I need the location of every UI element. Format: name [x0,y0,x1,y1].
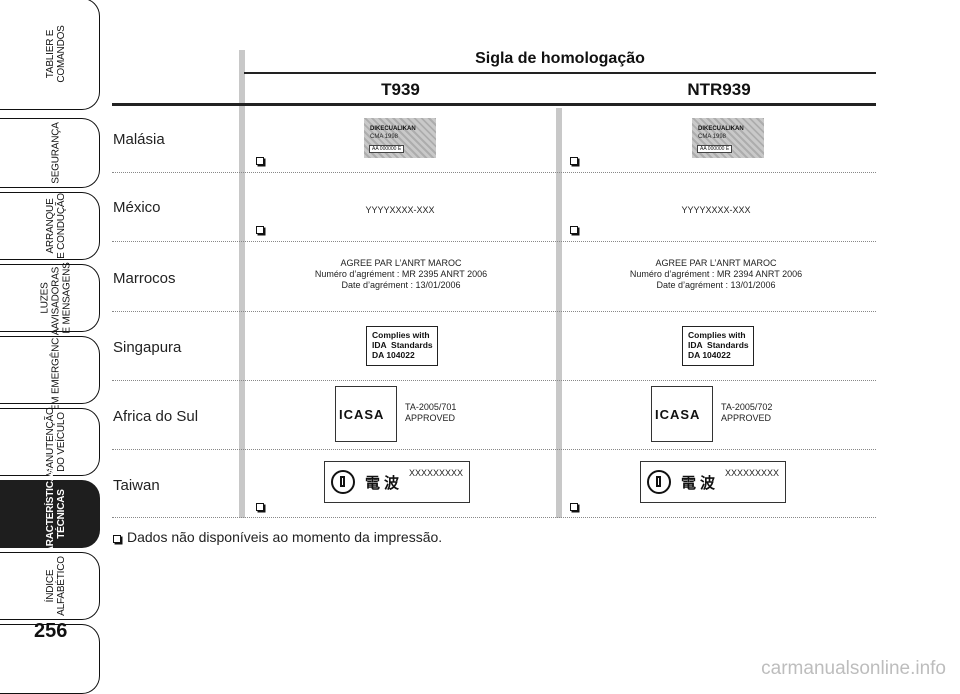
sticker-year: CMA 1998 [698,134,727,140]
not-available-mark [570,226,578,234]
row-separator [112,311,876,312]
taiwan-code: XXXXXXXXX [408,468,463,478]
tab-indice-alfabetico[interactable]: ÍNDICE ALFABÉTICO [0,552,100,620]
south-africa-approval-t939: TA-2005/701 APPROVED [405,402,456,424]
not-available-mark [570,503,578,511]
icasa-word: ICASA [339,407,385,422]
page-number: 256 [34,620,68,642]
column-divider-left [239,50,245,518]
tab-caracteristicas-tecnicas[interactable]: CARACTERÍSTICAS TÉCNICAS [0,468,100,560]
approval-number: TA-2005/702 [721,402,773,412]
tab-label: ÍNDICE ALFABÉTICO [45,556,67,616]
morocco-line3: Date d’agrément : 13/01/2006 [656,280,776,290]
row-separator [112,380,876,381]
header-rule [112,103,876,106]
taiwan-emblem-icon [331,470,355,494]
country-mexico: México [113,199,161,216]
tab-label: SEGURANÇA [50,122,62,184]
tab-label: CARACTERÍSTICAS TÉCNICAS [45,467,67,561]
taiwan-characters: 電波 [681,475,720,492]
morocco-line2: Numéro d’agrément : MR 2394 ANRT 2006 [629,269,803,279]
row-separator [112,241,876,242]
approval-number: TA-2005/701 [405,402,457,412]
country-singapore: Singapura [113,339,182,356]
sticker-number: AA 000000 E [697,145,733,153]
column-divider-middle [556,108,562,518]
not-available-mark [256,503,264,511]
sticker-number: AA 000000 E [369,145,405,153]
footnote: Dados não disponíveis ao momento da impr… [113,529,442,545]
taiwan-code: XXXXXXXXX [724,468,779,478]
morocco-text-t939: AGREE PAR L’ANRT MAROC Numéro d’agrément… [296,258,506,291]
tab-seguranca[interactable]: SEGURANÇA [0,118,100,188]
morocco-line1: AGREE PAR L’ANRT MAROC [655,258,777,268]
row-separator [112,449,876,450]
row-separator [112,172,876,173]
malaysia-sticker: DIKECUALIKAN CMA 1998 AA 000000 E [364,118,436,158]
tab-label: LUZES AVISADORAS E MENSAGENS [39,262,73,334]
not-available-mark [256,226,264,234]
tab-label: MANUTENÇÃO DO VEÍCULO [45,407,67,477]
country-malaysia: Malásia [113,131,165,148]
tab-label: TABLIER E COMANDOS [45,25,67,83]
sticker-label: DIKECUALIKAN [370,126,416,132]
morocco-line2: Numéro d’agrément : MR 2395 ANRT 2006 [314,269,488,279]
row-separator [112,517,876,518]
column-header-t939: T939 [381,80,420,99]
taiwan-label-t939: 電波 XXXXXXXXX [324,461,470,503]
sticker-label: DIKECUALIKAN [698,126,744,132]
morocco-text-ntr939: AGREE PAR L’ANRT MAROC Numéro d’agrément… [611,258,821,291]
malaysia-sticker: DIKECUALIKAN CMA 1998 AA 000000 E [692,118,764,158]
south-africa-approval-ntr939: TA-2005/702 APPROVED [721,402,772,424]
ida-compliance-box: Complies with IDA Standards DA 104022 [366,326,438,366]
tab-manutencao-veiculo[interactable]: MANUTENÇÃO DO VEÍCULO [0,407,100,477]
icasa-word: ICASA [655,407,701,422]
tab-arranque-conducao[interactable]: ARRANQUE E CONDUÇÃO [0,192,100,260]
morocco-line1: AGREE PAR L’ANRT MAROC [340,258,462,268]
watermark: carmanualsonline.info [761,658,946,679]
ida-compliance-box: Complies with IDA Standards DA 104022 [682,326,754,366]
mexico-code-t939: YYYYXXXX-XXX [365,205,435,215]
country-south-africa: Africa do Sul [113,408,199,425]
column-header-ntr939: NTR939 [687,80,751,99]
tab-blank [0,624,100,694]
footnote-text: Dados não disponíveis ao momento da impr… [127,529,443,545]
taiwan-emblem-icon [647,470,671,494]
table-title: Sigla de homologação [475,50,645,67]
title-rule [244,72,876,74]
taiwan-characters: 電波 [365,475,404,492]
taiwan-label-ntr939: 電波 XXXXXXXXX [640,461,786,503]
tab-em-emergencia[interactable]: EM EMERGÊNCIA [0,329,100,411]
not-available-mark [113,535,121,543]
tab-label: EM EMERGÊNCIA [50,328,62,412]
not-available-mark [256,157,264,165]
approval-status: APPROVED [721,413,772,423]
country-taiwan: Taiwan [113,477,160,494]
not-available-mark [570,157,578,165]
tab-label: ARRANQUE E CONDUÇÃO [45,193,67,259]
icasa-logo: ICASA [651,386,713,442]
section-tabs: TABLIER E COMANDOS SEGURANÇA ARRANQUE E … [0,0,100,694]
icasa-logo: ICASA [335,386,397,442]
tab-tablier-comandos[interactable]: TABLIER E COMANDOS [0,0,100,110]
morocco-line3: Date d’agrément : 13/01/2006 [341,280,461,290]
sticker-year: CMA 1998 [370,134,399,140]
approval-status: APPROVED [405,413,456,423]
country-morocco: Marrocos [113,270,176,287]
tab-luzes-avisadoras[interactable]: LUZES AVISADORAS E MENSAGENS [0,262,100,334]
mexico-code-ntr939: YYYYXXXX-XXX [681,205,751,215]
